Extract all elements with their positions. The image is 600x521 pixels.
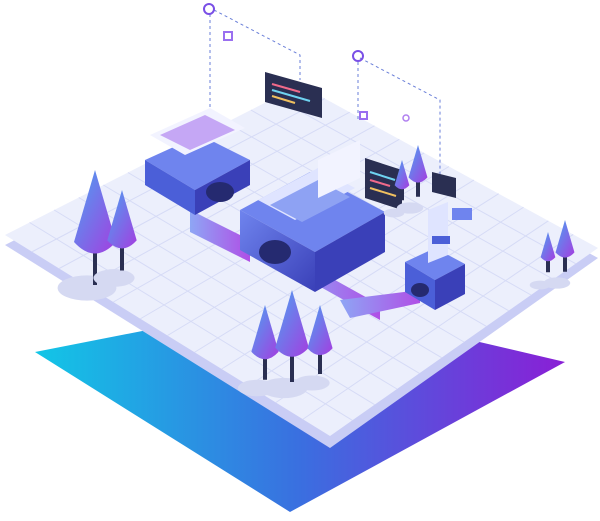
code-panel bbox=[265, 72, 456, 210]
tree bbox=[93, 190, 137, 287]
tree bbox=[383, 160, 410, 218]
dot-icon bbox=[402, 114, 410, 122]
grid-line bbox=[302, 234, 574, 420]
square-icon bbox=[223, 31, 233, 41]
laptop-station bbox=[240, 140, 385, 292]
node-icon bbox=[352, 50, 364, 62]
printer-machine bbox=[145, 108, 250, 215]
grid-line bbox=[275, 97, 576, 265]
trees bbox=[57, 145, 575, 399]
node-icon bbox=[203, 3, 215, 15]
connection-lines bbox=[209, 9, 441, 180]
tree bbox=[396, 145, 428, 214]
tree bbox=[543, 220, 575, 289]
phone-station bbox=[405, 202, 472, 310]
square-icon bbox=[359, 111, 368, 120]
tree bbox=[294, 305, 333, 391]
